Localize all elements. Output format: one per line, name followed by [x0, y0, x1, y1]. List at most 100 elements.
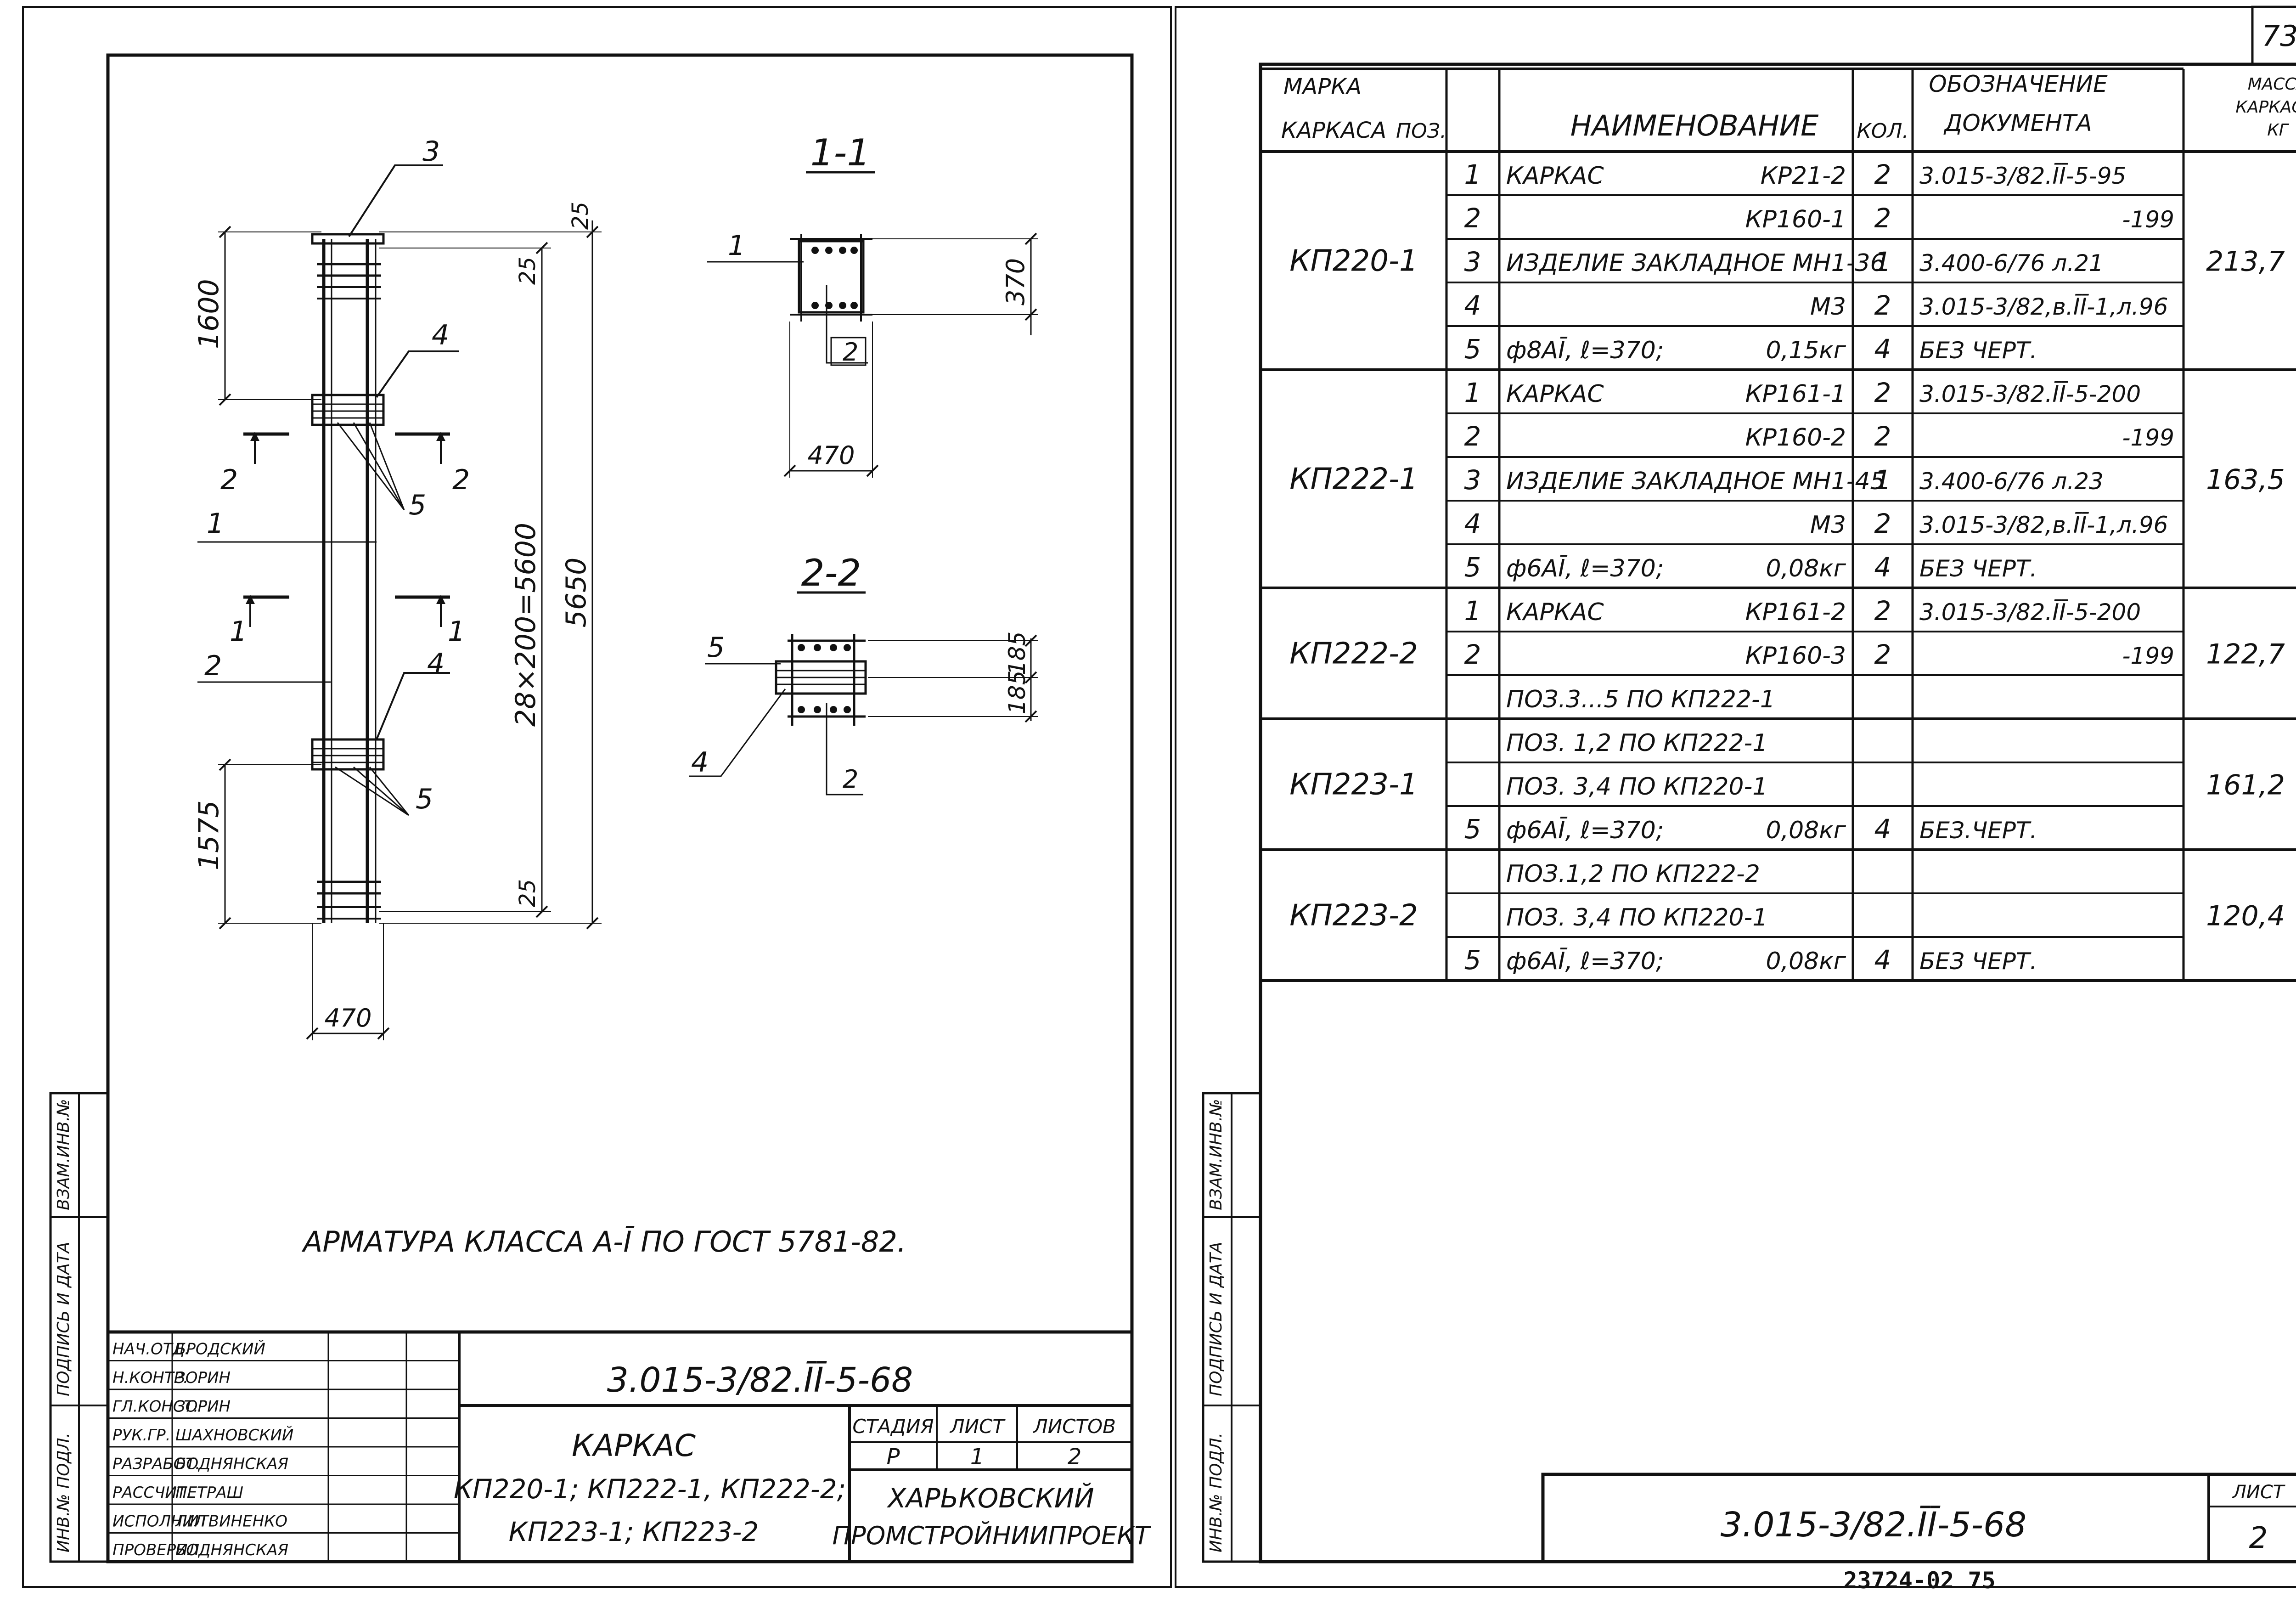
- row-qty: 2: [1874, 159, 1891, 190]
- hdr-pos: ПОЗ.: [1396, 119, 1446, 143]
- group-mass: 161,2: [2206, 769, 2285, 801]
- role-person: ШАХНОВСКИЙ: [175, 1426, 293, 1445]
- sec22-pos5: 5: [707, 632, 725, 664]
- role-person: ЛИТВИНЕНКО: [174, 1512, 287, 1531]
- label-pos2: 2: [204, 650, 222, 682]
- group-mass: 120,4: [2206, 900, 2285, 932]
- hdr-mark-2: КАРКАСА: [1281, 118, 1386, 143]
- left-title-block: НАЧ.ОТД.БРОДСКИЙН.КОНТР.ЗОРИНГЛ.КОНСТ.ЗО…: [106, 1330, 1151, 1563]
- row-doc: БЕЗ ЧЕРТ.: [1919, 555, 2037, 582]
- right-side-stamp: ИНВ.№ ПОДЛ. ПОДПИСЬ И ДАТА ВЗАМ.ИНВ.№: [1202, 1092, 1262, 1563]
- dim-25-inner-top: 25: [515, 257, 540, 285]
- left-stamp-sign: ПОДПИСЬ И ДАТА: [54, 1241, 73, 1396]
- hdr-name: НАИМЕНОВАНИЕ: [1570, 109, 1819, 142]
- role-label: РАССЧИТ.: [113, 1484, 191, 1502]
- group-mass: 213,7: [2206, 246, 2285, 278]
- row-pos: 5: [1464, 552, 1481, 583]
- row-qty: 2: [1874, 595, 1891, 626]
- row-pos: 3: [1464, 246, 1481, 277]
- left-stamp-replace: ВЗАМ.ИНВ.№: [54, 1099, 73, 1211]
- role-label: НАЧ.ОТД.: [113, 1340, 190, 1359]
- section-2-2: 2-2 5 4 2 185 185: [689, 552, 1038, 796]
- sec11-h370: 370: [1001, 258, 1030, 305]
- row-qty: 2: [1874, 377, 1891, 408]
- right-outer-border: [1175, 6, 2296, 1588]
- role-person: ЗОРИН: [175, 1369, 231, 1387]
- hdr-mass-3: КГ: [2267, 121, 2290, 140]
- row-qty: 2: [1874, 639, 1891, 670]
- dim-5600: 28×200=5600: [510, 523, 542, 727]
- row-doc: -199: [2122, 643, 2174, 669]
- row-pos: 5: [1464, 333, 1481, 365]
- row-name-right: М3: [1810, 293, 1846, 321]
- group-mark: КП223-2: [1289, 899, 1418, 933]
- row-name-right: М3: [1810, 511, 1846, 539]
- right-title-strip: 3.015-3/82.ĪĪ-5-68 ЛИСТ 2: [1541, 1473, 2296, 1563]
- right-sheet-value: 2: [2249, 1521, 2268, 1555]
- title-block-name: КАРКАС: [572, 1428, 696, 1463]
- title-block-name-line2: КП223-1; КП223-2: [509, 1516, 759, 1547]
- row-doc: 3.015-3/82.ĪĪ-5-200: [1919, 381, 2141, 407]
- group-mark: КП223-1: [1289, 768, 1418, 802]
- sheets-header: ЛИСТОВ: [1032, 1415, 1116, 1438]
- dim-25-top: 25: [568, 202, 593, 230]
- row-name-left: ф8АĪ, ℓ=370;: [1506, 337, 1664, 364]
- sheets-value: 2: [1068, 1444, 1082, 1470]
- right-stamp-inv: ИНВ.№ ПОДЛ.: [1207, 1433, 1226, 1552]
- cut11-right: 1: [448, 615, 465, 648]
- sec22-pos2: 2: [843, 765, 858, 794]
- row-name-right: КР21-2: [1761, 162, 1846, 190]
- row-pos: 1: [1464, 377, 1481, 408]
- right-stamp-sign: ПОДПИСЬ И ДАТА: [1207, 1241, 1226, 1396]
- hdr-doc-2: ДОКУМЕНТА: [1943, 110, 2092, 136]
- spec-table: МАРКА КАРКАСА ПОЗ. НАИМЕНОВАНИЕ КОЛ. ОБО…: [1259, 68, 2296, 982]
- sec11-pos2: 2: [843, 338, 858, 367]
- row-qty: 4: [1874, 333, 1891, 365]
- row-pos: 3: [1464, 464, 1481, 496]
- embedded-plate: [311, 233, 385, 245]
- org-line1: ХАРЬКОВСКИЙ: [886, 1482, 1094, 1514]
- hdr-doc-1: ОБОЗНАЧЕНИЕ: [1929, 71, 2108, 97]
- row-qty: 2: [1874, 421, 1891, 452]
- role-label: ГЛ.КОНСТ.: [113, 1398, 198, 1416]
- row-pos: 1: [1464, 595, 1481, 626]
- row-name-left: ПОЗ.1,2 ПО КП222-2: [1506, 860, 1760, 888]
- row-qty: 2: [1874, 290, 1891, 321]
- group-mass: 163,5: [2206, 464, 2285, 496]
- hdr-mark-1: МАРКА: [1283, 74, 1362, 100]
- section-1-1: 1-1 1 2 370 470: [707, 131, 1038, 478]
- role-label: ИСПОЛНИЛ: [113, 1512, 206, 1531]
- row-name-left: КАРКАС: [1506, 598, 1604, 626]
- row-name-left: ф6АĪ, ℓ=370;: [1506, 817, 1664, 844]
- row-name-left: ИЗДЕЛИЕ ЗАКЛАДНОЕ МН1-45: [1506, 468, 1885, 495]
- row-qty: 1: [1874, 464, 1891, 496]
- row-name-right: 0,15кг: [1766, 337, 1846, 364]
- row-qty: 2: [1874, 508, 1891, 539]
- row-name-left: ПОЗ. 1,2 ПО КП222-1: [1506, 729, 1767, 757]
- role-person: ЗОРИН: [175, 1398, 231, 1416]
- cut11-left: 1: [230, 615, 247, 648]
- stage-value: Р: [887, 1444, 900, 1470]
- row-doc: 3.015-3/82,в.ĪĪ-1,л.96: [1919, 293, 2168, 320]
- row-name-left: ПОЗ. 3,4 ПО КП220-1: [1506, 904, 1767, 931]
- left-side-stamp: ИНВ.№ ПОДЛ. ПОДПИСЬ И ДАТА ВЗАМ.ИНВ.№: [49, 1092, 109, 1563]
- sheet-number-top: 73: [2262, 19, 2296, 53]
- archive-number: 23724-02 75: [1843, 1567, 1995, 1594]
- label-pos1: 1: [207, 508, 224, 540]
- label-pos5-upper: 5: [409, 489, 426, 521]
- row-doc: -199: [2122, 206, 2174, 233]
- sec22-h185b: 185: [1004, 671, 1030, 714]
- row-doc: 3.015-3/82.ĪĪ-5-200: [1919, 599, 2141, 626]
- role-person: БРОДСКИЙ: [175, 1340, 265, 1359]
- row-name-left: КАРКАС: [1506, 380, 1604, 408]
- label-pos4-lower: 4: [427, 648, 445, 680]
- row-name-left: ПОЗ. 3,4 ПО КП220-1: [1506, 773, 1767, 801]
- role-label: ПРОВЕРИЛ: [113, 1541, 199, 1559]
- dim-5650: 5650: [560, 558, 592, 628]
- row-name-right: 0,08кг: [1766, 817, 1846, 844]
- row-pos: 2: [1464, 203, 1481, 234]
- row-pos: 4: [1464, 290, 1481, 321]
- row-doc: -199: [2122, 424, 2174, 451]
